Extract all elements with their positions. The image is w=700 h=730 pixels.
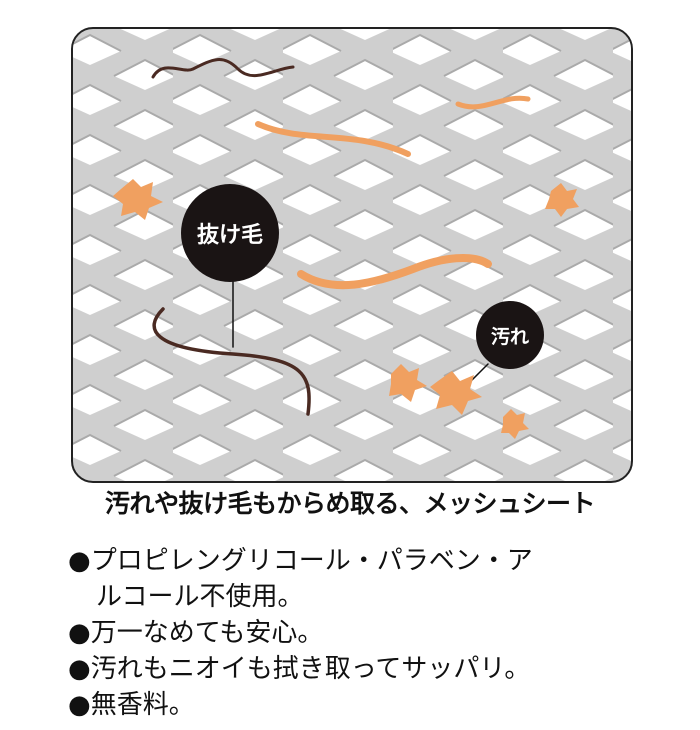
hair-strand bbox=[151, 58, 295, 79]
feature-item-continued: ルコール不使用。 bbox=[96, 582, 304, 612]
dirt-callout-label: 汚れ bbox=[490, 325, 529, 348]
hair-callout-label: 抜け毛 bbox=[196, 223, 263, 248]
mesh-pattern bbox=[73, 29, 631, 481]
bullet-marker: ● bbox=[68, 654, 91, 684]
dirt-flake bbox=[113, 179, 163, 220]
bullet-marker: ● bbox=[68, 690, 91, 720]
feature-text: 万一なめても安心。 bbox=[90, 618, 324, 648]
hair-strand bbox=[255, 121, 411, 157]
dirt-flake bbox=[430, 371, 482, 415]
mesh-sheet-illustration: 抜け毛 汚れ bbox=[71, 27, 633, 483]
bullet-marker: ● bbox=[68, 618, 91, 648]
dirt-flake bbox=[501, 409, 529, 439]
feature-text: 無香料。 bbox=[90, 690, 195, 720]
feature-list: ●プロピレングリコール・パラベン・ア ルコール不使用。 ●万一なめても安心。 ●… bbox=[68, 543, 668, 723]
feature-item: ●無香料。 bbox=[68, 687, 668, 723]
feature-item: ●汚れもニオイも拭き取ってサッパリ。 bbox=[68, 651, 668, 687]
feature-item: ●万一なめても安心。 bbox=[68, 615, 668, 651]
feature-text: 汚れもニオイも拭き取ってサッパリ。 bbox=[90, 654, 531, 684]
hair-strand bbox=[297, 254, 492, 290]
hair-callout: 抜け毛 bbox=[181, 184, 279, 282]
dirt-callout: 汚れ bbox=[476, 301, 544, 369]
bullet-marker: ● bbox=[68, 546, 91, 576]
dirt-flake bbox=[389, 364, 427, 402]
feature-item: ●プロピレングリコール・パラベン・ア bbox=[68, 543, 668, 579]
hair-strand bbox=[152, 307, 311, 416]
hair-strand bbox=[455, 95, 531, 110]
dirt-flake bbox=[545, 183, 579, 217]
feature-text: プロピレングリコール・パラベン・ア bbox=[90, 546, 533, 576]
headline: 汚れや抜け毛もからめ取る、メッシュシート bbox=[104, 489, 596, 518]
